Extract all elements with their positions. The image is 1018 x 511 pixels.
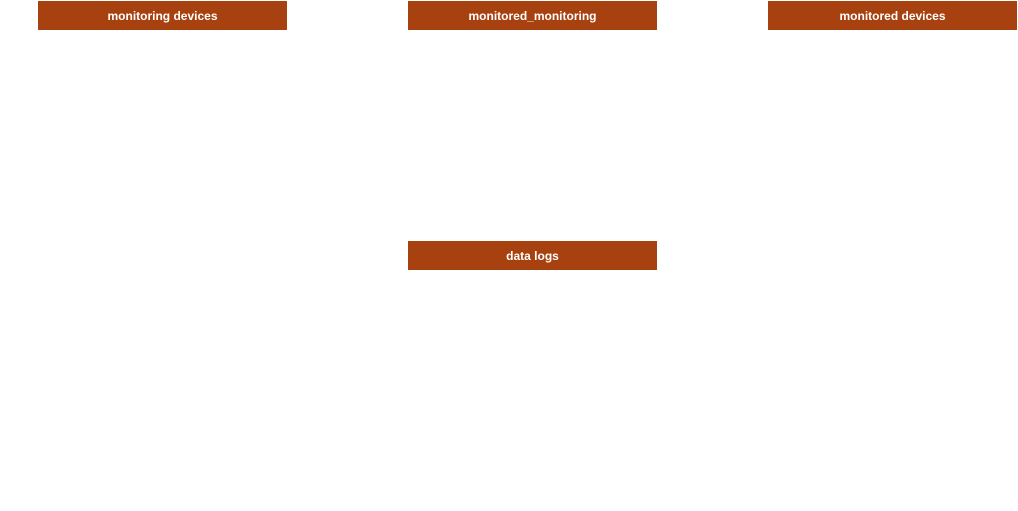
entity-monitoring-devices[interactable]: monitoring devices xyxy=(38,1,287,30)
entity-monitored-monitoring[interactable]: monitored_monitoring xyxy=(408,1,657,30)
entity-title: data logs xyxy=(506,248,559,263)
entity-data-logs[interactable]: data logs xyxy=(408,241,657,270)
entity-title: monitored_monitoring xyxy=(468,8,597,23)
entity-title: monitoring devices xyxy=(107,8,218,23)
entity-title: monitored devices xyxy=(839,8,946,23)
entity-monitored-devices[interactable]: monitored devices xyxy=(768,1,1017,30)
